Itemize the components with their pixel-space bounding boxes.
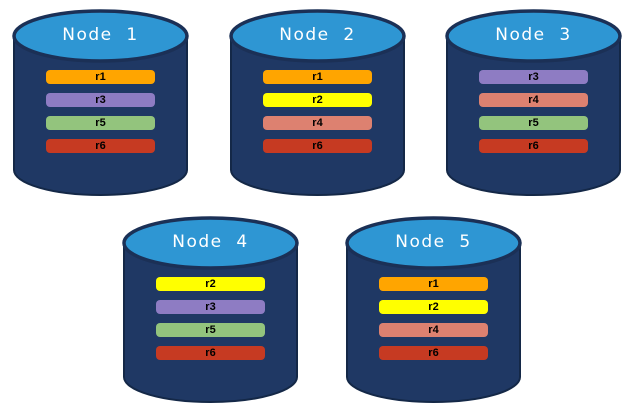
replica-bar: r3 (156, 300, 265, 314)
replica-bar: r6 (46, 139, 155, 153)
node-5-cylinder: Node 5 r1 r2 r4 r6 (345, 215, 522, 405)
replica-bar: r2 (156, 277, 265, 291)
replica-bar: r1 (263, 70, 372, 84)
node-5-title: Node 5 (395, 232, 472, 252)
replica-bar: r4 (263, 116, 372, 130)
replica-bar: r6 (479, 139, 588, 153)
node-5-replica-list: r1 r2 r4 r6 (379, 277, 488, 369)
replica-bar: r3 (46, 93, 155, 107)
node-1-cylinder: Node 1 r1 r3 r5 r6 (12, 8, 189, 198)
node-2-cylinder: Node 2 r1 r2 r4 r6 (229, 8, 406, 198)
replica-bar: r5 (479, 116, 588, 130)
replica-bar: r1 (46, 70, 155, 84)
replica-bar: r4 (379, 323, 488, 337)
node-3-cylinder: Node 3 r3 r4 r5 r6 (445, 8, 622, 198)
node-4-cylinder: Node 4 r2 r3 r5 r6 (122, 215, 299, 405)
replica-bar: r4 (479, 93, 588, 107)
node-4-replica-list: r2 r3 r5 r6 (156, 277, 265, 369)
replica-bar: r6 (379, 346, 488, 360)
node-1-title: Node 1 (62, 25, 139, 45)
replica-bar: r6 (263, 139, 372, 153)
node-4-title: Node 4 (172, 232, 249, 252)
node-3-title: Node 3 (495, 25, 572, 45)
replica-bar: r5 (46, 116, 155, 130)
replica-bar: r3 (479, 70, 588, 84)
replica-bar: r1 (379, 277, 488, 291)
node-3-replica-list: r3 r4 r5 r6 (479, 70, 588, 162)
node-2-title: Node 2 (279, 25, 356, 45)
replica-bar: r6 (156, 346, 265, 360)
replica-bar: r2 (263, 93, 372, 107)
replica-bar: r2 (379, 300, 488, 314)
replica-bar: r5 (156, 323, 265, 337)
node-1-replica-list: r1 r3 r5 r6 (46, 70, 155, 162)
node-2-replica-list: r1 r2 r4 r6 (263, 70, 372, 162)
